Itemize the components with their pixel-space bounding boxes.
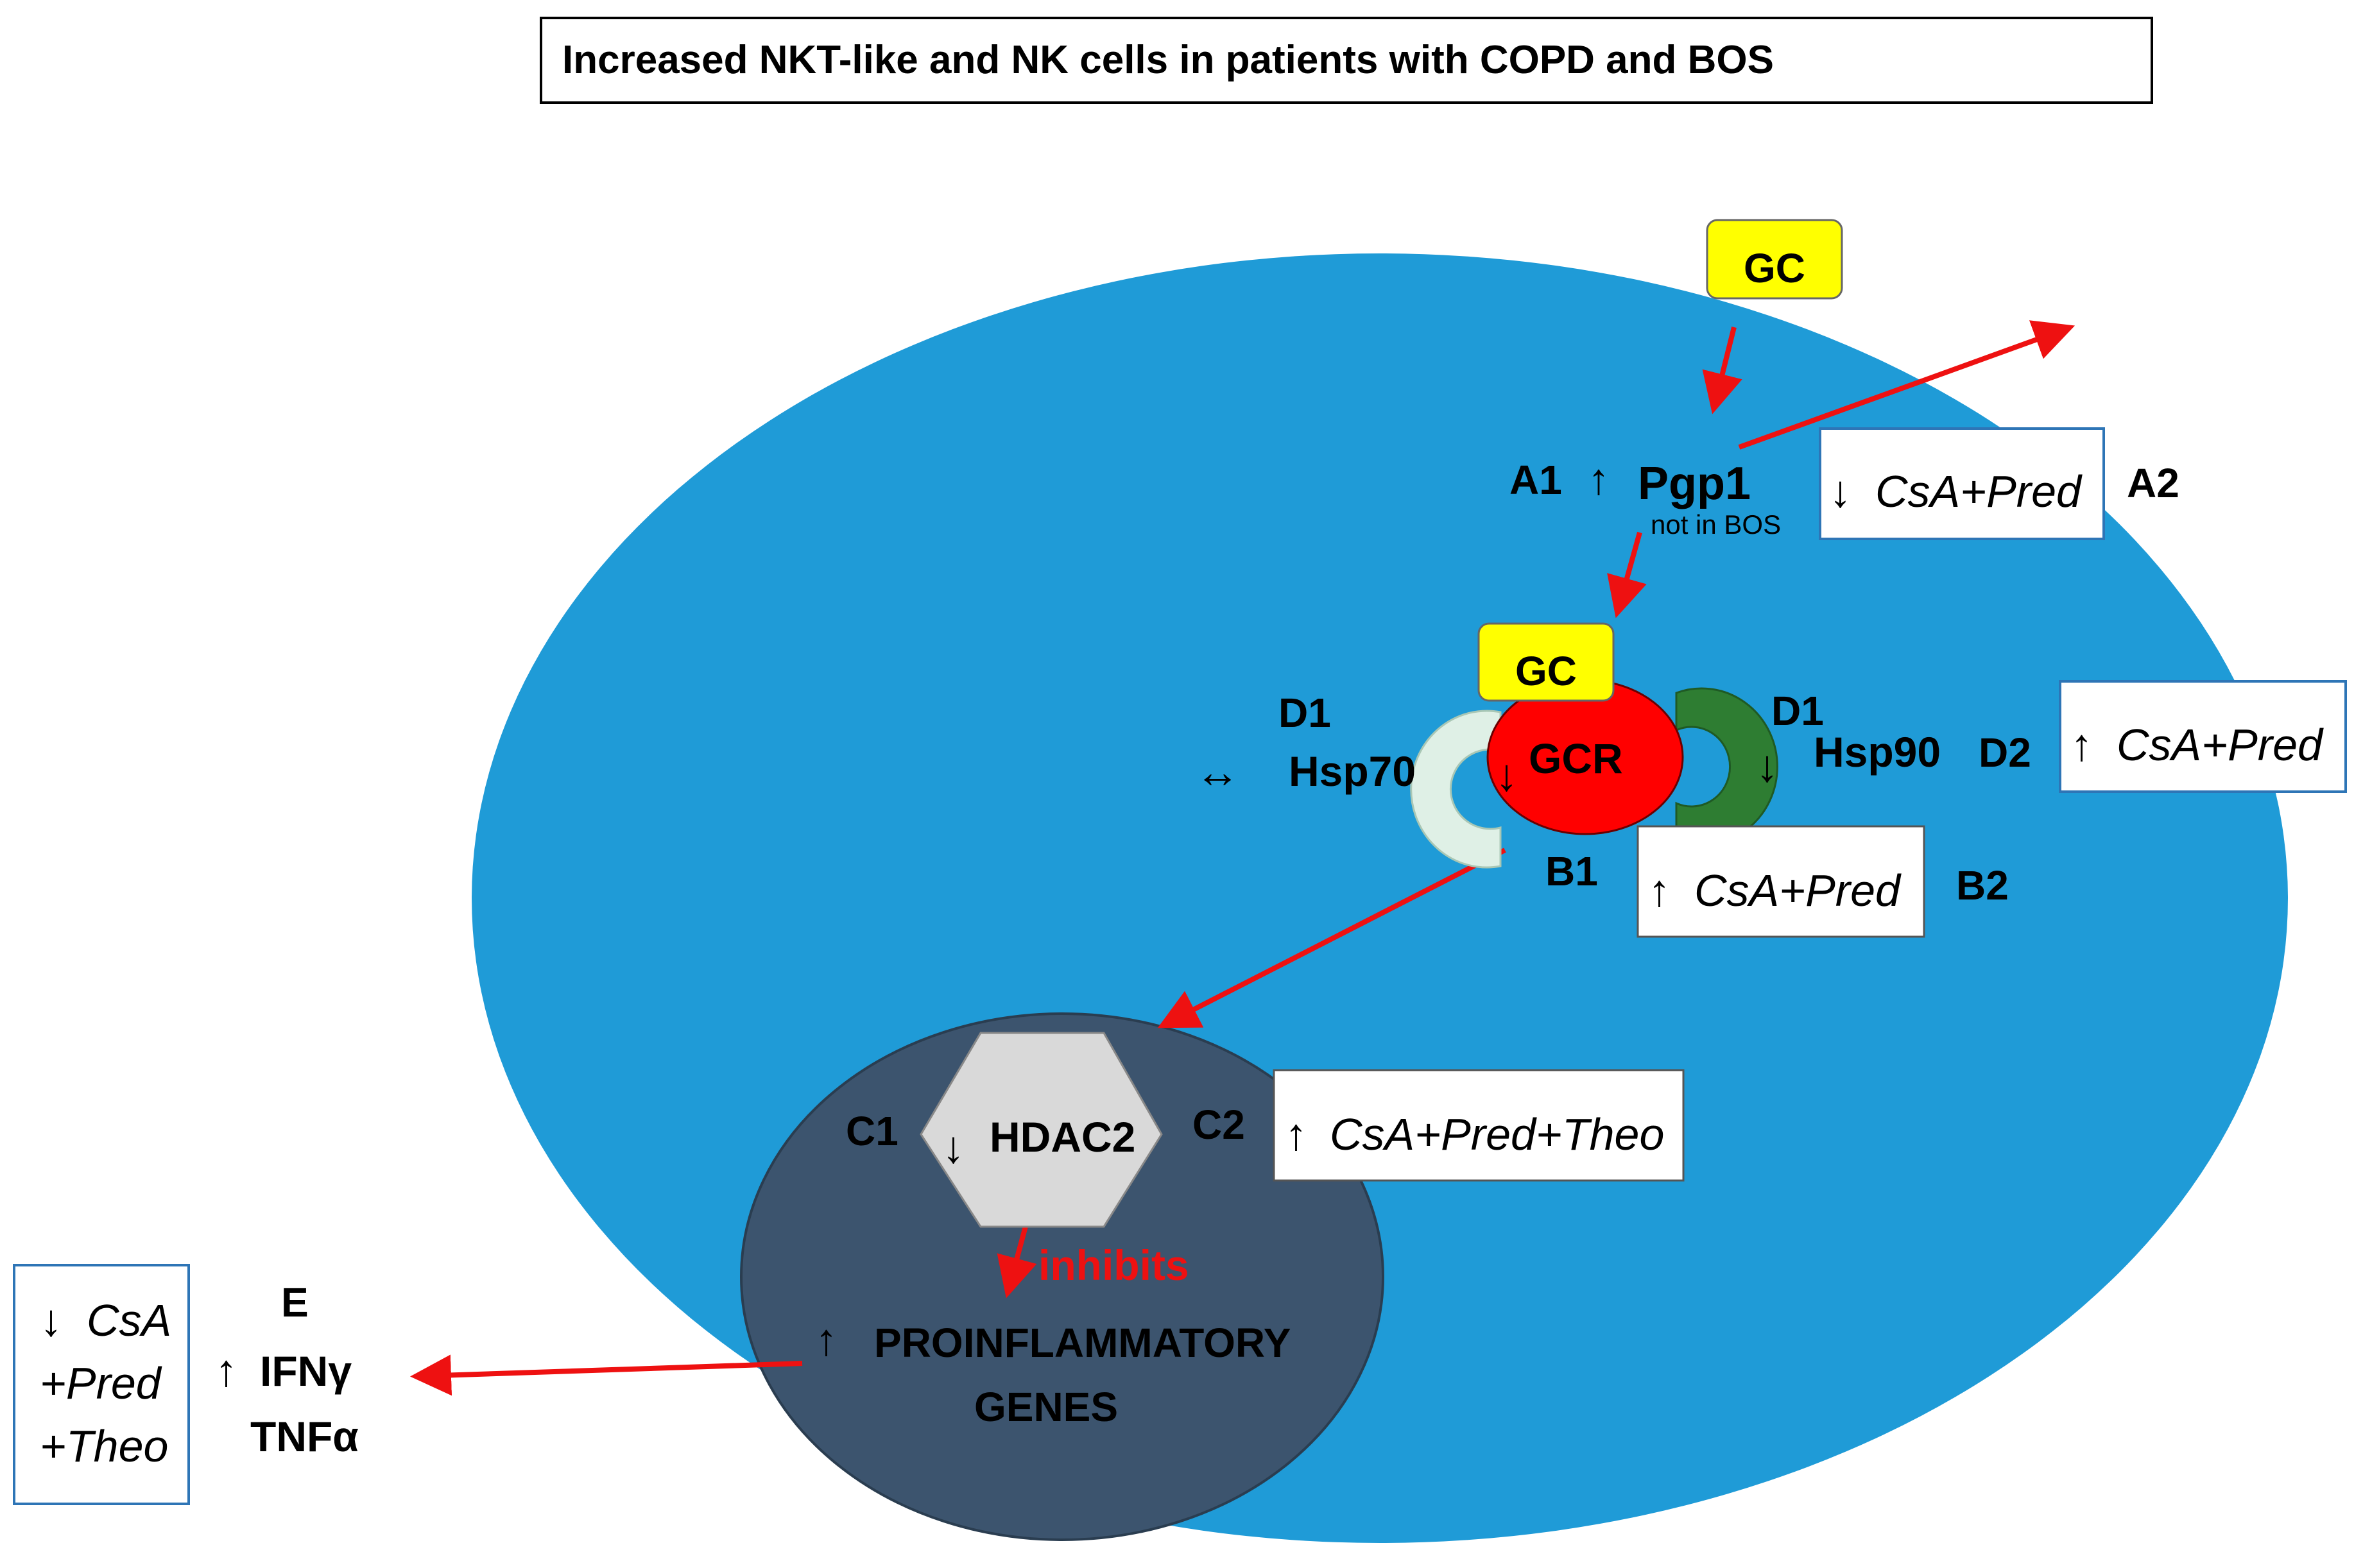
e-box-line1: CsA xyxy=(87,1295,171,1345)
e-box-line3: +Theo xyxy=(40,1421,168,1471)
arrow-efflux xyxy=(1738,320,2075,450)
a2-treatment: CsA+Pred xyxy=(1875,466,2083,516)
hsp90-name: Hsp90 xyxy=(1814,728,1941,776)
e-box-line2: +Pred xyxy=(40,1358,162,1408)
nucleus xyxy=(740,1012,1384,1541)
d2-box xyxy=(2059,680,2347,793)
arrow-cytokine-release xyxy=(410,1354,803,1396)
c2-treatment: CsA+Pred+Theo xyxy=(1330,1109,1664,1159)
c2-arrow: ↑ xyxy=(1285,1109,1307,1159)
hsp70-name: Hsp70 xyxy=(1289,747,1416,795)
hdac2-name: HDAC2 xyxy=(990,1113,1135,1161)
hdac2-arrow: ↓ xyxy=(942,1122,965,1172)
genes-arrow: ↑ xyxy=(815,1315,838,1365)
gc-outside-box xyxy=(1706,219,1843,300)
e-box-arrow: ↓ xyxy=(40,1295,62,1345)
d2-arrow: ↑ xyxy=(2070,720,2093,770)
arrow-gcr-to-nucleus xyxy=(1157,848,1506,1028)
hsp90-arrow: ↓ xyxy=(1756,741,1778,791)
b2-arrow: ↑ xyxy=(1648,865,1671,916)
hsp70-arrow: ↔ xyxy=(1195,747,1240,797)
gc-receptor-label: GC xyxy=(1515,648,1577,694)
pgp1-arrow: ↑ xyxy=(1588,455,1610,504)
label-c2: C2 xyxy=(1192,1102,1245,1148)
page-title: Increased NKT-like and NK cells in patie… xyxy=(562,38,1774,82)
d2-treatment: CsA+Pred xyxy=(2117,720,2324,770)
title-box xyxy=(540,17,2153,104)
b2-box xyxy=(1637,825,1925,938)
label-c1: C1 xyxy=(846,1108,898,1154)
genes-line2: GENES xyxy=(974,1384,1118,1430)
c2-box xyxy=(1273,1069,1685,1182)
e-box xyxy=(13,1264,190,1505)
pgp1-name: Pgp1 xyxy=(1638,458,1751,509)
arrow-pgp-to-gcr xyxy=(1607,531,1647,618)
ifng-label: IFNγ xyxy=(260,1347,352,1395)
inhibits-label: inhibits xyxy=(1038,1241,1189,1289)
a2-arrow: ↓ xyxy=(1829,466,1852,516)
label-d1-right: D1 xyxy=(1771,688,1824,734)
b2-treatment: CsA+Pred xyxy=(1694,865,1902,916)
label-a2: A2 xyxy=(2127,460,2179,506)
label-b1: B1 xyxy=(1545,848,1598,894)
tnfa-label: TNFα xyxy=(250,1413,359,1460)
hsp70-shape xyxy=(1410,710,1502,869)
gc-outside-label: GC xyxy=(1744,245,1805,291)
label-b2: B2 xyxy=(1956,862,2009,908)
a2-box xyxy=(1819,427,2105,540)
arrow-gc-to-membrane xyxy=(1702,327,1742,414)
pgp1-note: not in BOS xyxy=(1651,509,1781,540)
gc-receptor-box xyxy=(1477,622,1615,702)
genes-line1: PROINFLAMMATORY xyxy=(874,1320,1291,1366)
gcr-arrow: ↓ xyxy=(1495,750,1518,800)
label-d1-left: D1 xyxy=(1278,690,1331,736)
label-e: E xyxy=(281,1279,309,1325)
gcr-name: GCR xyxy=(1529,735,1623,782)
hdac2-shape xyxy=(920,1032,1163,1228)
e-arrow: ↑ xyxy=(215,1345,237,1395)
label-a1: A1 xyxy=(1509,457,1562,503)
label-d2: D2 xyxy=(1979,729,2031,776)
